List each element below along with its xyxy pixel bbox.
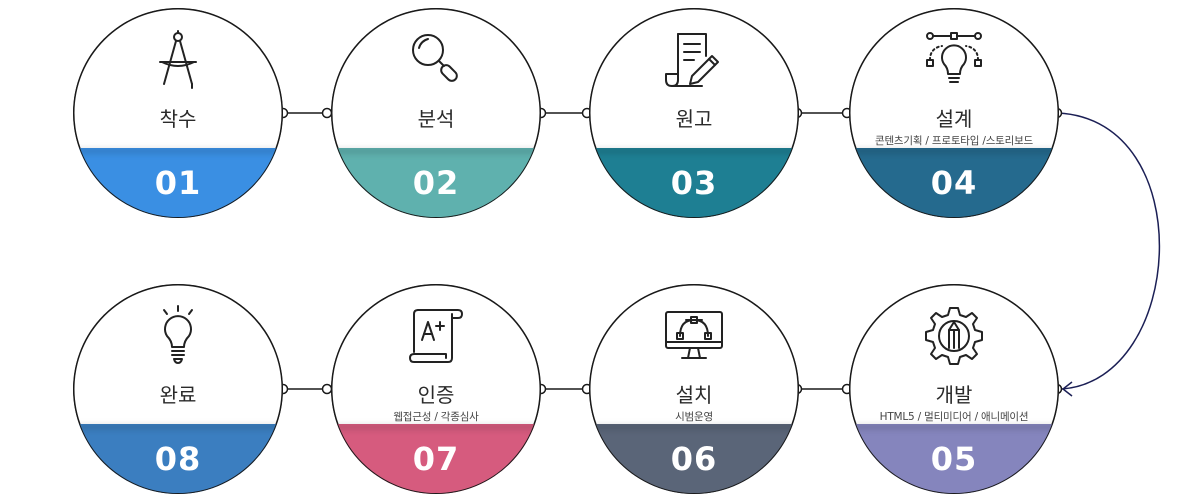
step-title: 개발 [935,383,973,407]
step-subtitle: 웹접근성 / 각종심사 [393,411,479,423]
step-number: 04 [930,164,978,202]
step-number-band: 02 [331,148,541,218]
step-08: 완료 08 [73,284,283,494]
step-number: 03 [670,164,718,202]
step-title: 설치 [675,383,713,407]
step-07: 인증 웹접근성 / 각종심사 07 [331,284,541,494]
arrow-head-icon [1061,381,1073,397]
step-05: 개발 HTML5 / 멀티미디어 / 애니메이션 05 [849,284,1059,494]
connector-04-05-curve [1057,112,1161,390]
step-number-band: 07 [331,424,541,494]
step-title: 완료 [159,383,197,407]
step-number: 06 [670,440,718,478]
step-title: 분석 [417,107,455,131]
step-03: 원고 03 [589,8,799,218]
step-number: 07 [412,440,460,478]
step-number-band: 08 [73,424,283,494]
step-06: 설치 시범운영 06 [589,284,799,494]
bulb-network-icon [922,28,986,92]
step-number: 01 [154,164,202,202]
step-number: 05 [930,440,978,478]
step-number-band: 04 [849,148,1059,218]
lightbulb-icon [146,304,210,368]
step-title: 인증 [417,383,455,407]
gear-pen-icon [922,304,986,368]
compass-icon [146,28,210,92]
step-number-band: 01 [73,148,283,218]
step-subtitle: HTML5 / 멀티미디어 / 애니메이션 [879,411,1029,423]
step-number-band: 06 [589,424,799,494]
monitor-vector-icon [662,304,726,368]
step-number: 08 [154,440,202,478]
step-number-band: 03 [589,148,799,218]
step-number-band: 05 [849,424,1059,494]
step-title: 설계 [935,107,973,131]
magnifier-icon [404,28,468,92]
step-01: 착수 01 [73,8,283,218]
step-number: 02 [412,164,460,202]
step-title: 원고 [675,107,713,131]
step-02: 분석 02 [331,8,541,218]
step-04: 설계 콘텐츠기획 / 프로토타입 /스토리보드 04 [849,8,1059,218]
document-pen-icon [662,28,726,92]
certificate-scroll-icon [404,304,468,368]
step-subtitle: 시범운영 [675,411,713,423]
step-title: 착수 [159,107,197,131]
step-subtitle: 콘텐츠기획 / 프로토타입 /스토리보드 [875,135,1033,147]
